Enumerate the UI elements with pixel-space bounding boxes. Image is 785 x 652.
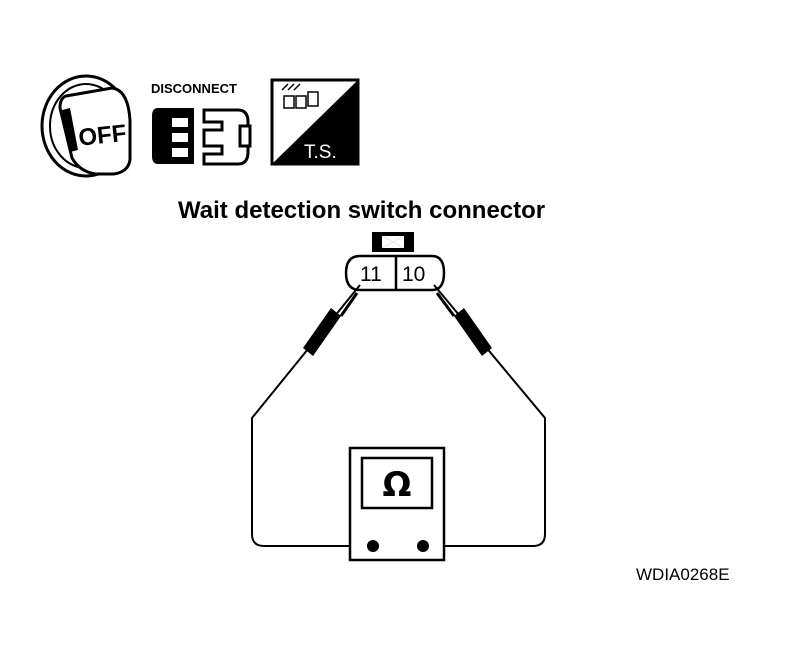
ohm-symbol: Ω [383, 465, 412, 505]
tester-ts-icon: T.S. [270, 78, 360, 166]
diagram-title: Wait detection switch connector [178, 197, 545, 224]
meter-terminal-left [367, 540, 379, 552]
figure-code: WDIA0268E [636, 565, 730, 584]
left-probe [303, 292, 359, 356]
connector: 11 10 [344, 232, 446, 292]
meter-display [360, 456, 434, 510]
right-probe [435, 292, 492, 356]
connector-disconnect-icon: DISCONNECT [151, 81, 252, 166]
ignition-label: OFF [77, 120, 128, 152]
disconnect-label: DISCONNECT [151, 81, 237, 96]
ts-label: T.S. [304, 142, 337, 163]
right-lead [424, 284, 546, 547]
ignition-key-off-icon: OFF [40, 74, 132, 178]
left-lead [251, 284, 372, 547]
meter-terminal-right [417, 540, 429, 552]
probe-leads [251, 284, 546, 547]
pin-11: 11 [360, 263, 382, 286]
pin-10: 10 [402, 263, 425, 286]
ohmmeter: Ω [348, 446, 446, 562]
